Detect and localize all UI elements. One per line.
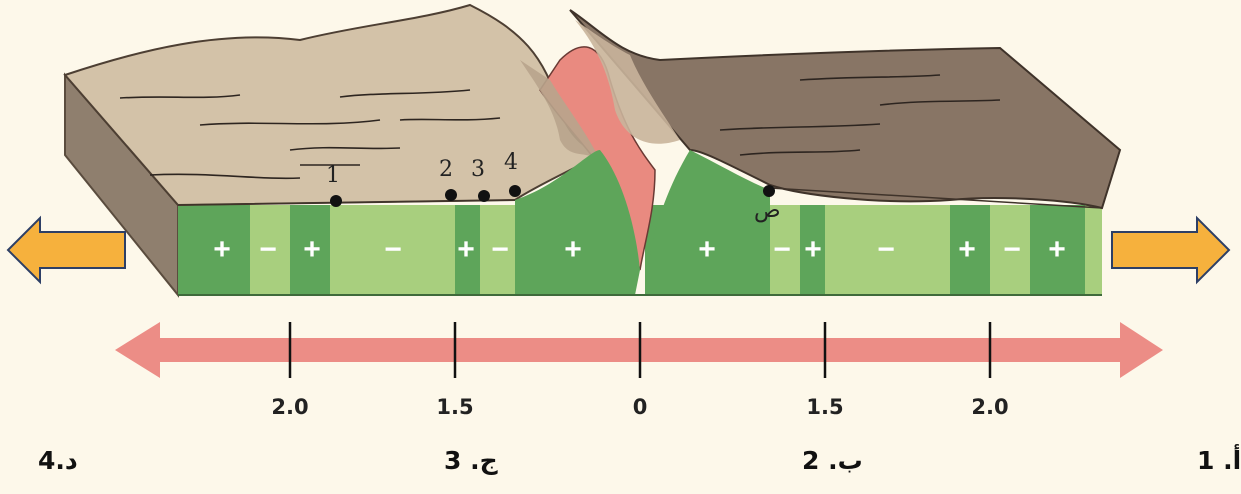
- point-1-dot: [330, 195, 342, 207]
- polarity-symbol: +: [698, 233, 716, 266]
- axis-tick-label: 0: [632, 395, 648, 419]
- polarity-symbol: −: [384, 233, 402, 266]
- point-s-dot: [763, 185, 775, 197]
- choice-d[interactable]: د.4: [38, 446, 78, 475]
- distance-axis: [115, 322, 1163, 378]
- right-rift-green: [645, 150, 770, 295]
- polarity-symbol: +: [958, 233, 976, 266]
- axis-tick-label: 2.0: [971, 395, 1009, 419]
- choice-j[interactable]: ج. 3: [444, 446, 498, 475]
- axis-tick-label: 2.0: [271, 395, 309, 419]
- polarity-symbol: −: [259, 233, 277, 266]
- point-2-label: 2: [439, 157, 453, 182]
- point-s-label: ص: [754, 198, 781, 223]
- point-2-dot: [445, 189, 457, 201]
- left-motion-arrow: [6, 215, 126, 285]
- point-4-dot: [509, 185, 521, 197]
- point-1-label: 1: [326, 163, 340, 188]
- polarity-symbol: +: [564, 233, 582, 266]
- choice-a[interactable]: أ. 1: [1197, 446, 1241, 475]
- polarity-symbol: +: [457, 233, 475, 266]
- axis-tick-label: 1.5: [436, 395, 474, 419]
- right-motion-arrow: [1111, 215, 1231, 285]
- point-4-label: 4: [504, 150, 518, 175]
- polarity-symbol: +: [303, 233, 321, 266]
- axis-tick-label: 1.5: [806, 395, 844, 419]
- right-rock-top: [569, 9, 1122, 210]
- polarity-symbol: −: [773, 233, 791, 266]
- point-3-dot: [478, 190, 490, 202]
- polarity-symbol: +: [213, 233, 231, 266]
- polarity-symbol: +: [1048, 233, 1066, 266]
- polarity-symbol: −: [1003, 233, 1021, 266]
- polarity-symbol: −: [491, 233, 509, 266]
- polarity-symbol: +: [804, 233, 822, 266]
- rock-strokes: [119, 74, 1001, 180]
- choice-b[interactable]: ب. 2: [802, 446, 863, 475]
- left-rift-green: [515, 150, 640, 295]
- polarity-symbol: −: [877, 233, 895, 266]
- point-3-label: 3: [471, 157, 485, 182]
